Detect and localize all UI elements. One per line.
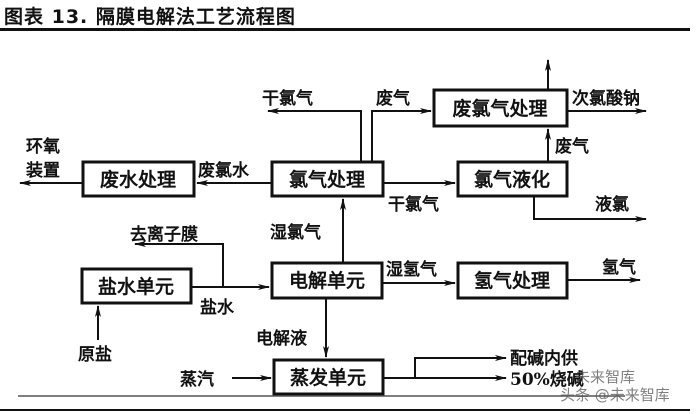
watermark-line2: 头条 @未来智库 [560, 386, 670, 404]
label-brine: 盐水 [200, 297, 235, 318]
box-wastewater-treatment: 废水处理 [81, 160, 196, 198]
label-sodium-hypochlorite: 次氯酸钠 [572, 88, 640, 109]
box-label: 蒸发单元 [290, 366, 366, 389]
box-label: 电解单元 [289, 269, 365, 292]
arrow-dry-chlorine-out [267, 108, 362, 162]
arrow-to-ion-membrane [134, 241, 224, 287]
label-waste-chlorine-water: 废氯水 [198, 160, 250, 181]
box-label: 废水处理 [100, 168, 176, 191]
top-rule [0, 28, 690, 31]
label-epoxy-line2: 装置 [25, 160, 60, 181]
arrow-waste-gas-to-treatment [371, 108, 432, 162]
label-waste-gas-mid: 废气 [555, 136, 589, 157]
watermark-line1: 未来智库 [575, 368, 635, 386]
label-raw-salt: 原盐 [78, 344, 112, 365]
label-wet-hydrogen: 湿氢气 [386, 259, 437, 280]
box-label: 氢气处理 [474, 269, 550, 292]
box-label: 盐水单元 [98, 275, 174, 298]
box-evaporation-unit: 蒸发单元 [272, 358, 385, 396]
label-caustic-50: 50%烧碱 [510, 369, 584, 390]
box-chlorine-treatment: 氯气处理 [270, 160, 385, 198]
label-waste-gas-top: 废气 [376, 88, 410, 109]
box-label: 氯气处理 [289, 168, 365, 191]
box-label: 氯气液化 [474, 168, 550, 191]
box-waste-chlorine-treatment: 废氯气处理 [432, 88, 569, 128]
box-brine-unit: 盐水单元 [80, 267, 193, 305]
box-electrolysis-unit: 电解单元 [270, 261, 384, 300]
label-liquid-chlorine: 液氯 [595, 194, 629, 215]
arrow-liquid-chlorine [533, 196, 647, 222]
arrow-internal-alkali [414, 355, 507, 378]
box-chlorine-liquefaction: 氯气液化 [456, 160, 569, 198]
label-internal-alkali: 配碱内供 [510, 348, 578, 369]
bottom-rule [0, 409, 690, 411]
box-hydrogen-treatment: 氢气处理 [456, 261, 569, 300]
label-dry-chlorine-out: 干氯气 [262, 88, 313, 109]
label-wet-chlorine: 湿氯气 [270, 222, 321, 243]
label-epoxy-line1: 环氧 [26, 136, 60, 157]
figure-title: 图表 13. 隔膜电解法工艺流程图 [4, 6, 296, 28]
box-label: 废氯气处理 [452, 97, 547, 120]
label-dry-chlorine-mid: 干氯气 [388, 194, 439, 215]
label-to-ion-membrane: 去离子膜 [130, 224, 198, 245]
label-steam: 蒸汽 [180, 369, 214, 390]
label-hydrogen: 氢气 [602, 257, 636, 278]
label-electrolyte: 电解液 [256, 328, 307, 349]
